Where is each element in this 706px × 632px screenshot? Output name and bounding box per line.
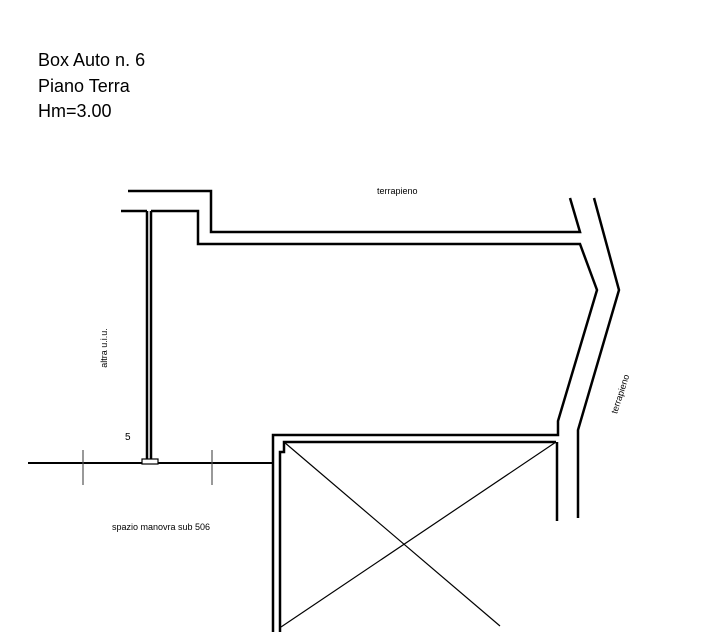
wall-top-inner: [151, 209, 599, 632]
title-floor: Piano Terra: [38, 76, 130, 96]
label-spazio-manovra: spazio manovra sub 506: [112, 522, 211, 532]
box-diagonal: [283, 441, 501, 627]
title-box-auto: Box Auto n. 6: [38, 50, 146, 70]
post-base: [141, 458, 159, 465]
box-diagonal: [280, 441, 557, 628]
label-sub-number: 5: [125, 432, 131, 443]
title-height: Hm=3.00: [38, 101, 112, 121]
wall-top-outer: [128, 189, 582, 234]
box-inner-wall: [278, 440, 556, 632]
label-terrapieno-top: terrapieno: [377, 186, 418, 196]
label-altra-uiu: altra u.i.u.: [98, 328, 109, 368]
wall-right-outer: [576, 197, 621, 518]
